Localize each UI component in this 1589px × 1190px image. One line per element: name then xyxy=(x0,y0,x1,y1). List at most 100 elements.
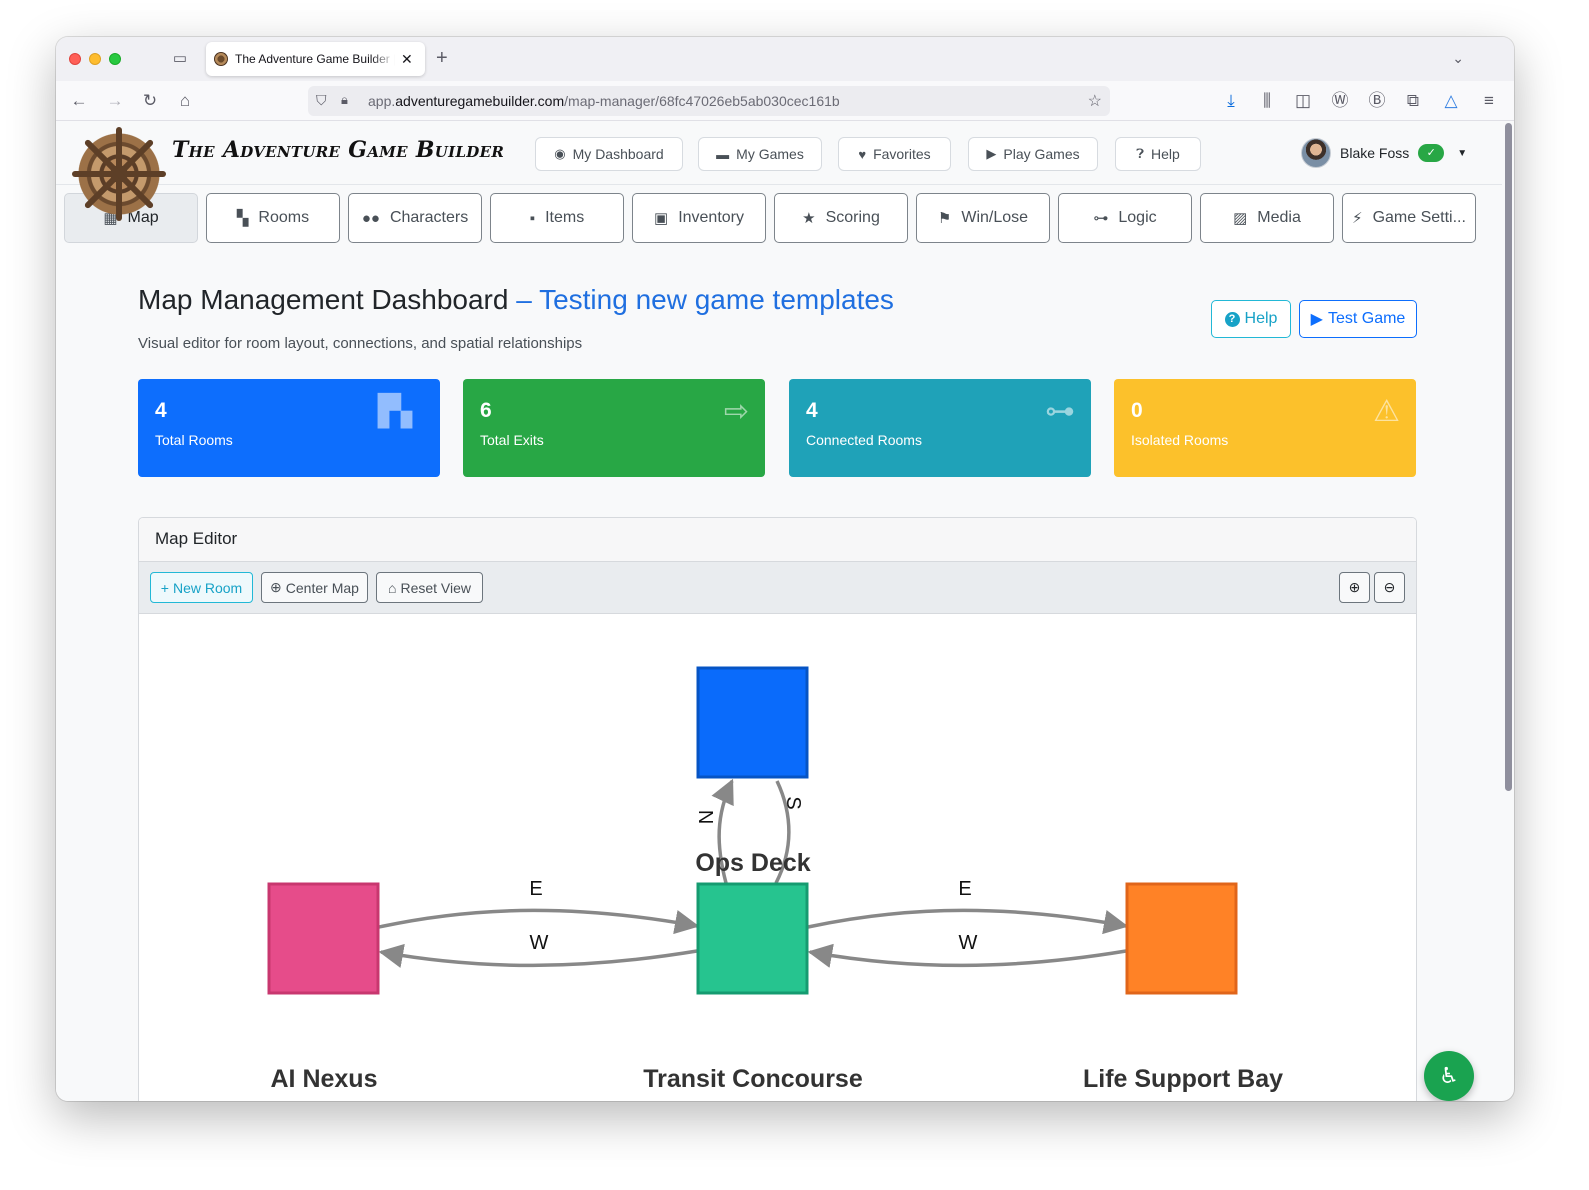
page-title: Map Management Dashboard – Testing new g… xyxy=(138,284,894,316)
user-name[interactable]: Blake Foss xyxy=(1340,145,1410,161)
library-icon[interactable]: ⫼ xyxy=(1263,91,1271,110)
stat-label: Total Rooms xyxy=(155,432,233,448)
door-icon: ▚ xyxy=(236,210,249,227)
door-open-icon: ▛▖ xyxy=(377,395,424,428)
edge-label-s: S xyxy=(782,796,804,809)
shield-icon[interactable]: ⛉ xyxy=(316,92,327,108)
edge-w1[interactable] xyxy=(378,943,698,968)
reset-view-button[interactable]: ⌂ Reset View xyxy=(376,572,483,603)
tab-items[interactable]: ▪Items xyxy=(490,193,624,243)
sidebar-icon[interactable]: ◫ xyxy=(1294,91,1312,110)
stat-label: Connected Rooms xyxy=(806,432,922,448)
tab-win-lose[interactable]: ⚑Win/Lose xyxy=(916,193,1050,243)
user-menu[interactable]: Blake Foss ✓ ▼ xyxy=(1301,135,1467,171)
avatar[interactable] xyxy=(1301,138,1331,168)
room-node-life-support-bay[interactable] xyxy=(1125,882,1238,995)
zoom-out-icon: ⊖ xyxy=(1383,579,1396,595)
favorites-button[interactable]: ♥ Favorites xyxy=(838,137,951,171)
edge-w2[interactable] xyxy=(807,943,1127,968)
tab-list-icon[interactable]: ▭ xyxy=(172,50,188,67)
reload-icon[interactable]: ↻ xyxy=(142,91,158,110)
tab-rooms[interactable]: ▚ Rooms xyxy=(206,193,340,243)
my-games-button[interactable]: ▬ My Games xyxy=(698,137,822,171)
my-dashboard-button[interactable]: ◉ My Dashboard xyxy=(535,137,683,171)
tab-label: Rooms xyxy=(258,209,310,226)
help-button[interactable]: ? Help xyxy=(1211,300,1291,338)
compass-favicon-icon xyxy=(214,52,228,66)
chevron-down-icon[interactable]: ⌄ xyxy=(1452,50,1464,66)
tab-label: Game Setti... xyxy=(1372,209,1466,226)
brand-name[interactable]: The Adventure Game Builder xyxy=(172,137,505,163)
room-node-ops-deck[interactable] xyxy=(696,666,809,779)
stat-card-connected-rooms: 4 Connected Rooms ⊶ xyxy=(789,379,1091,477)
new-room-button[interactable]: + New Room xyxy=(150,572,253,603)
flag-icon: ⚑ xyxy=(937,210,952,227)
hamburger-menu-icon[interactable]: ≡ xyxy=(1484,91,1494,110)
edge-label-e1: E xyxy=(529,878,542,900)
map-canvas[interactable]: N S E W E W Ops Deck AI Nexus Transit Co… xyxy=(141,615,1416,1101)
sitemap-icon: ⊶ xyxy=(1045,395,1075,428)
browser-tab[interactable]: The Adventure Game Builder | In ✕ xyxy=(206,42,425,76)
home-icon[interactable]: ⌂ xyxy=(179,91,191,110)
stat-card-total-exits: 6 Total Exits ⇨ xyxy=(463,379,765,477)
maximize-window-button[interactable] xyxy=(109,53,121,65)
gamepad-icon: ▬ xyxy=(716,146,730,162)
page-scrollbar[interactable] xyxy=(1505,123,1512,791)
room-label-life-support-bay: Life Support Bay xyxy=(1083,1065,1283,1093)
tab-close-icon[interactable]: ✕ xyxy=(401,50,413,67)
play-icon: ▶ xyxy=(986,146,997,161)
zoom-out-button[interactable]: ⊖ xyxy=(1374,572,1405,603)
room-label-transit-concourse: Transit Concourse xyxy=(643,1065,863,1093)
help-button-label: Help xyxy=(1244,310,1278,327)
room-label-ops-deck: Ops Deck xyxy=(695,849,810,877)
edge-n[interactable] xyxy=(711,778,734,884)
tab-label: Logic xyxy=(1118,209,1157,226)
center-map-label: Center Map xyxy=(285,579,359,596)
minimize-window-button[interactable] xyxy=(89,53,101,65)
center-map-button[interactable]: ⊕ Center Map xyxy=(261,572,368,603)
forward-arrow-icon[interactable]: → xyxy=(106,91,124,110)
bookmark-star-icon[interactable]: ☆ xyxy=(1087,93,1102,110)
title-separator: – xyxy=(508,284,540,315)
compass-logo-icon[interactable] xyxy=(70,125,168,223)
images-icon: ▨ xyxy=(1233,210,1248,227)
tab-title: The Adventure Game Builder | In xyxy=(235,52,395,66)
tab-game-settings[interactable]: ⚡︎Game Setti... xyxy=(1342,193,1476,243)
new-room-label: New Room xyxy=(172,579,243,596)
room-node-ai-nexus[interactable] xyxy=(267,882,380,995)
room-node-transit-concourse[interactable] xyxy=(696,882,809,995)
favorites-label: Favorites xyxy=(873,146,931,162)
close-window-button[interactable] xyxy=(69,53,81,65)
edge-s[interactable] xyxy=(774,780,791,884)
address-bar[interactable]: ⛉ 🔒︎ app.adventuregamebuilder.com/map-ma… xyxy=(308,86,1110,116)
lock-icon[interactable]: 🔒︎ xyxy=(341,92,348,107)
browser-window: ▭ The Adventure Game Builder | In ✕ + ⌄ … xyxy=(56,37,1514,1101)
test-game-label: Test Game xyxy=(1327,310,1406,327)
accessibility-button[interactable]: ♿︎ xyxy=(1424,1051,1474,1101)
edge-e2[interactable] xyxy=(807,908,1129,935)
wordpress-extension-icon[interactable]: Ⓦ xyxy=(1331,91,1349,110)
test-game-button[interactable]: ▶ Test Game xyxy=(1299,300,1417,338)
play-games-button[interactable]: ▶ Play Games xyxy=(968,137,1098,171)
tab-scoring[interactable]: ★Scoring xyxy=(774,193,908,243)
url-text[interactable]: app.adventuregamebuilder.com/map-manager… xyxy=(368,93,840,109)
edge-e1[interactable] xyxy=(378,908,700,935)
tab-media[interactable]: ▨Media xyxy=(1200,193,1334,243)
zoom-in-button[interactable]: ⊕ xyxy=(1339,572,1370,603)
caret-down-icon[interactable]: ▼ xyxy=(1457,147,1468,159)
star-icon: ★ xyxy=(802,210,816,227)
triangle-extension-icon[interactable]: △ xyxy=(1444,91,1458,110)
help-nav-button[interactable]: ❓︎ Help xyxy=(1115,137,1201,171)
map-editor-card: Map Editor + New Room ⊕ Center Map ⌂ Res… xyxy=(138,517,1417,1101)
tab-logic[interactable]: ⊶Logic xyxy=(1058,193,1192,243)
tab-inventory[interactable]: ▣Inventory xyxy=(632,193,766,243)
briefcase-icon: ▣ xyxy=(654,210,669,227)
tab-characters[interactable]: ●●Characters xyxy=(348,193,482,243)
download-icon[interactable]: ⤓ xyxy=(1227,91,1235,110)
back-arrow-icon[interactable]: ← xyxy=(70,91,88,110)
b-extension-icon[interactable]: Ⓑ xyxy=(1368,91,1386,110)
room-label-ai-nexus: AI Nexus xyxy=(271,1065,378,1093)
map-graph[interactable]: N S E W E W Ops Deck AI Nexus Transit Co… xyxy=(141,615,1416,1101)
new-tab-button[interactable]: + xyxy=(436,47,448,69)
extensions-puzzle-icon[interactable]: ⧉ xyxy=(1406,91,1420,110)
